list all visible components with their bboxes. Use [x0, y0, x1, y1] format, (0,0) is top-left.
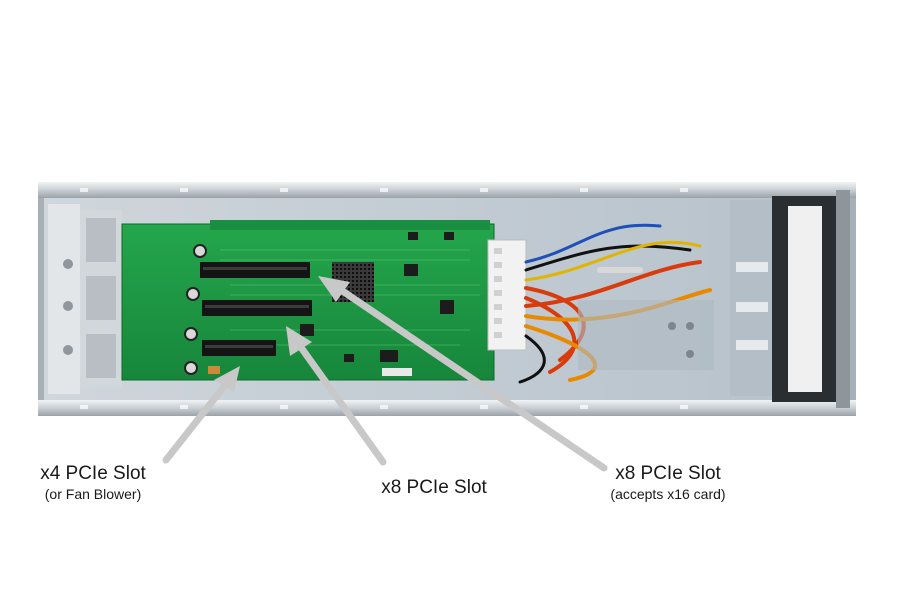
pcie-slot-bottom: [202, 340, 276, 356]
x8-slot-label: x8 PCIe Slot: [372, 477, 496, 499]
x8-x16-slot-title: x8 PCIe Slot: [615, 463, 721, 484]
x8-slot-title: x8 PCIe Slot: [381, 477, 487, 498]
mounting-plate: [578, 300, 714, 370]
pcie-slot-top: [200, 262, 310, 278]
x4-slot-label: x4 PCIe Slot (or Fan Blower): [28, 463, 158, 503]
pcie-slot-middle: [202, 300, 312, 316]
board-components: [184, 232, 454, 376]
x4-slot-note: (or Fan Blower): [44, 486, 142, 502]
x4-slot-title: x4 PCIe Slot: [40, 463, 146, 484]
atx-power-connector: [487, 239, 527, 351]
pcie-bracket-panel: [48, 204, 122, 394]
x8-x16-slot-label: x8 PCIe Slot (accepts x16 card): [588, 463, 748, 503]
x8-x16-slot-note: (accepts x16 card): [610, 486, 726, 502]
arrow-x4-slot: [162, 366, 240, 464]
arrow-x8-x16-slot: [318, 276, 608, 472]
rear-vent: [730, 190, 850, 408]
arrow-x8-slot: [286, 326, 387, 466]
